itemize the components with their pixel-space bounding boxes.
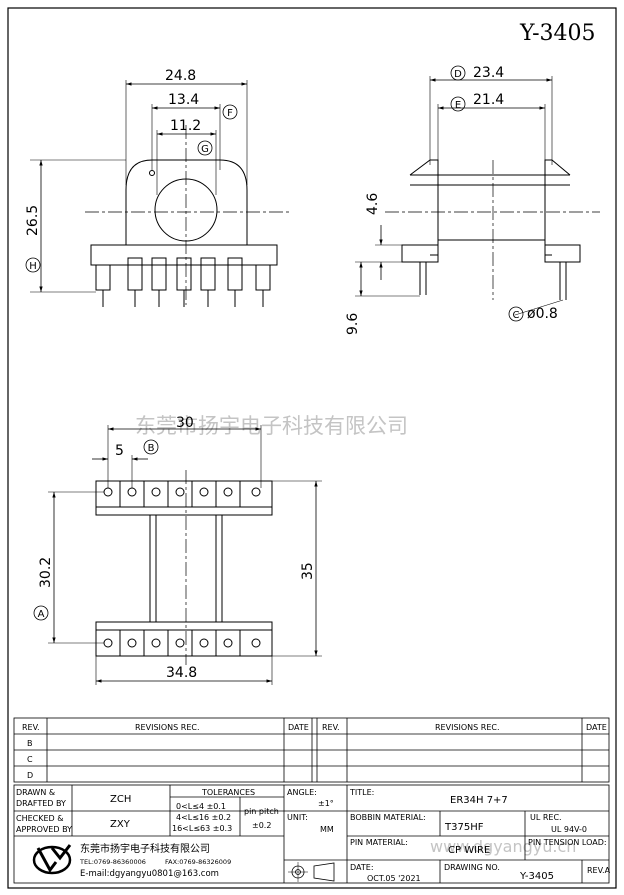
rev-row-c: C xyxy=(27,755,33,764)
tolerance-row-2: 4<L≤16 ±0.2 xyxy=(176,813,231,822)
drawing-no-value: Y-3405 xyxy=(519,871,554,882)
front-base-block xyxy=(90,244,278,266)
front-pins xyxy=(95,257,271,307)
marker-f: F xyxy=(222,104,238,120)
dim-26-5: 26.5 xyxy=(25,205,41,236)
top-view xyxy=(48,425,322,685)
side-base xyxy=(401,244,439,263)
dim-4-6: 4.6 xyxy=(365,193,381,215)
svg-text:H: H xyxy=(29,261,37,272)
date-header-right: DATE xyxy=(586,723,607,732)
marker-e: E xyxy=(450,96,466,112)
marker-c: C xyxy=(508,306,524,322)
front-core-circle xyxy=(154,178,218,242)
tolerance-row-1: 0<L≤4 ±0.1 xyxy=(176,802,226,811)
company-logo-icon xyxy=(32,844,72,875)
svg-text:B: B xyxy=(148,443,155,454)
front-view xyxy=(30,80,290,307)
svg-text:E: E xyxy=(455,100,461,111)
revision-label: REV.A xyxy=(587,866,611,875)
revisions-table xyxy=(13,717,610,783)
rev-row-d: D xyxy=(27,771,33,780)
angle-value: ±1° xyxy=(318,799,334,808)
top-upper-pins xyxy=(103,481,261,507)
tolerance-row-3: 16<L≤63 ±0.3 xyxy=(172,824,232,833)
side-view xyxy=(355,76,600,316)
dim-23-4: 23.4 xyxy=(473,65,504,81)
dim-30: 30 xyxy=(176,415,194,431)
rev-row-b: B xyxy=(27,739,33,748)
pin-tension-label: PIN TENSION LOAD: xyxy=(528,838,607,847)
title-label: TITLE: xyxy=(349,788,374,797)
marker-a: A xyxy=(33,605,49,621)
angle-label: ANGLE: xyxy=(287,788,317,797)
title-block-grid xyxy=(13,784,610,884)
marker-g: G xyxy=(197,140,213,156)
marker-h: H xyxy=(25,257,41,273)
drawing-number-heading: Y-3405 xyxy=(519,21,596,46)
svg-text:G: G xyxy=(201,144,209,155)
company-email: E-mail:dgyangyu0801@163.com xyxy=(80,869,219,879)
rev-header-right: REV. xyxy=(322,723,340,732)
ul-rec-value: UL 94V-0 xyxy=(551,825,587,834)
unit-label: UNIT: xyxy=(287,813,308,822)
side-left-flange xyxy=(409,159,439,256)
dim-35: 35 xyxy=(300,562,316,580)
marker-b: B xyxy=(143,439,159,455)
ul-rec-label: UL REC. xyxy=(530,813,562,822)
top-lower-pins xyxy=(103,630,261,656)
drawn-label-1: DRAWN & xyxy=(16,788,55,797)
date-header-left: DATE xyxy=(288,723,309,732)
checked-by-value: ZXY xyxy=(110,819,131,830)
svg-text:D: D xyxy=(454,69,462,80)
company-watermark: 东莞市扬宇电子科技有限公司 xyxy=(135,414,408,438)
top-lower-pin-row xyxy=(95,621,273,631)
revisions-header-right: REVISIONS REC. xyxy=(435,723,500,732)
svg-text:A: A xyxy=(38,609,45,620)
dim-9-6: 9.6 xyxy=(345,313,361,335)
title-value: ER34H 7+7 xyxy=(450,795,508,806)
bobbin-material-label: BOBBIN MATERIAL: xyxy=(350,813,426,822)
pin-material-value: CP WIRE xyxy=(448,845,490,856)
website-watermark: www.dgyangyu.cn xyxy=(430,837,576,856)
company-fax: FAX:0769-86326009 xyxy=(165,858,231,866)
front-small-hole xyxy=(149,170,155,176)
front-flange-outline xyxy=(125,159,248,245)
rev-header-left: REV. xyxy=(22,723,40,732)
drawing-no-label: DRAWING NO. xyxy=(444,863,500,872)
dim-11-2: 11.2 xyxy=(170,118,201,134)
side-right-flange xyxy=(544,159,571,256)
dim-24-8: 24.8 xyxy=(165,68,196,84)
company-tel: TEL:0769-86360006 xyxy=(79,858,146,866)
pin-pitch-value: ±0.2 xyxy=(252,821,271,830)
drawn-label-2: DRAFTED BY xyxy=(16,799,66,808)
dim-13-4: 13.4 xyxy=(168,92,199,108)
pin-material-label: PIN MATERIAL: xyxy=(350,838,408,847)
drawn-by-value: ZCH xyxy=(110,794,131,805)
dim-34-8: 34.8 xyxy=(166,665,197,681)
dim-5: 5 xyxy=(115,443,124,459)
svg-text:F: F xyxy=(227,108,233,119)
company-name: 东莞市扬宇电子科技有限公司 xyxy=(80,842,210,855)
checked-label-1: CHECKED & xyxy=(16,814,63,823)
bobbin-material-value: T375HF xyxy=(444,822,484,833)
pin-pitch-label: pin pitch xyxy=(244,807,279,816)
checked-label-2: APPROVED BY xyxy=(16,825,72,834)
date-value: OCT.05 '2021 xyxy=(367,874,421,883)
dim-21-4: 21.4 xyxy=(473,92,504,108)
marker-d: D xyxy=(450,65,466,81)
dim-30-2: 30.2 xyxy=(38,557,54,588)
date-label: DATE: xyxy=(350,863,374,872)
dim-pin-diameter: ø0.8 xyxy=(527,306,558,322)
revisions-header-left: REVISIONS REC. xyxy=(135,723,200,732)
tolerances-label: TOLERANCES xyxy=(201,788,255,797)
projection-symbol-icon xyxy=(288,862,335,882)
svg-text:C: C xyxy=(513,310,520,321)
sheet-border xyxy=(7,7,617,889)
unit-value: MM xyxy=(320,825,334,834)
